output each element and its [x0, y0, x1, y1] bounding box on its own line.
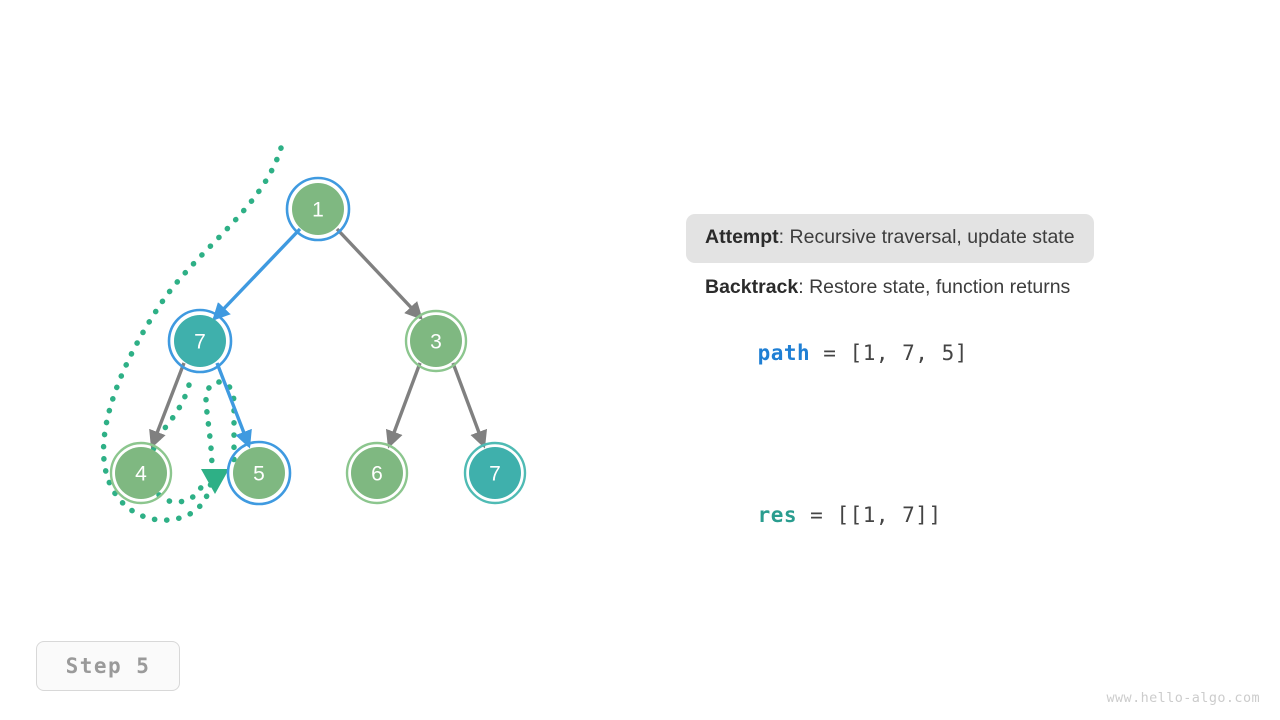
edge-7-left-to-4: [149, 362, 186, 449]
node-1-circle: [292, 183, 344, 235]
edge-1-to-7-left: [212, 227, 302, 321]
node-3-circle: [410, 315, 462, 367]
step-badge-label: Step 5: [65, 654, 151, 678]
res-variable-value: = [[1, 7]]: [797, 502, 942, 527]
tree-node-3[interactable]: 3: [404, 309, 468, 373]
tree-node-1[interactable]: 1: [285, 176, 351, 242]
node-7-left-label: 7: [194, 331, 206, 354]
edge-7-left-to-5: [215, 362, 252, 449]
backtracking-dotted-path: [100, 145, 284, 523]
node-3-label: 3: [430, 331, 442, 354]
backtrack-description: Restore state, function returns: [809, 275, 1071, 298]
step-badge: Step 5: [36, 641, 180, 691]
res-state-row: res = [[1, 7]]: [686, 462, 1246, 560]
tree-node-7-right[interactable]: 7: [463, 441, 527, 505]
tree-node-4[interactable]: 4: [109, 441, 173, 505]
node-5-label: 5: [253, 463, 265, 486]
attempt-description: Recursive traversal, update state: [789, 226, 1075, 248]
attempt-label: Attempt: [705, 226, 779, 248]
tree-node-7-left[interactable]: 7: [167, 308, 233, 374]
watermark: www.hello-algo.com: [1107, 690, 1261, 706]
backtrack-legend-row: Backtrack: Restore state, function retur…: [686, 263, 1246, 302]
attempt-separator: :: [778, 226, 790, 248]
tree-visualization-panel: 1 7 3 4 5 6 7: [100, 145, 527, 523]
edge-3-to-6: [385, 362, 422, 449]
node-7-right-label: 7: [489, 463, 501, 486]
attempt-legend-row: Attempt: Recursive traversal, update sta…: [686, 214, 1094, 263]
node-4-label: 4: [135, 463, 147, 486]
state-info-panel: Attempt: Recursive traversal, update sta…: [686, 214, 1246, 561]
node-1-ring: [285, 176, 351, 242]
backtrack-separator: :: [798, 275, 810, 298]
backtrack-label: Backtrack: [705, 275, 799, 298]
path-variable-value: = [1, 7, 5]: [810, 341, 968, 366]
watermark-text: www.hello-algo.com: [1106, 690, 1260, 706]
binary-tree-svg: 1 7 3 4 5 6 7: [100, 145, 527, 523]
backtracking-trace-group: [100, 145, 284, 523]
node-7-left-ring: [167, 308, 233, 374]
tree-node-6[interactable]: 6: [345, 441, 409, 505]
node-3-ring: [404, 309, 468, 373]
traversal-cursor-triangle: [201, 469, 229, 494]
node-6-circle: [351, 447, 403, 499]
node-7-left-circle: [174, 315, 226, 367]
node-6-label: 6: [371, 463, 383, 486]
node-1-label: 1: [312, 199, 324, 222]
node-4-circle: [115, 447, 167, 499]
node-4-ring: [109, 441, 173, 505]
node-7-right-circle: [469, 447, 521, 499]
tree-edges-group: [149, 227, 488, 449]
node-7-right-ring: [463, 441, 527, 505]
node-5-circle: [233, 447, 285, 499]
path-state-row: path = [1, 7, 5]: [686, 301, 1246, 399]
res-variable-name: res: [757, 502, 798, 527]
edge-3-to-7-right: [451, 362, 488, 449]
node-5-ring: [226, 440, 292, 506]
path-variable-name: path: [757, 341, 811, 366]
edge-1-to-3: [335, 227, 423, 320]
node-6-ring: [345, 441, 409, 505]
tree-node-5[interactable]: 5: [226, 440, 292, 506]
